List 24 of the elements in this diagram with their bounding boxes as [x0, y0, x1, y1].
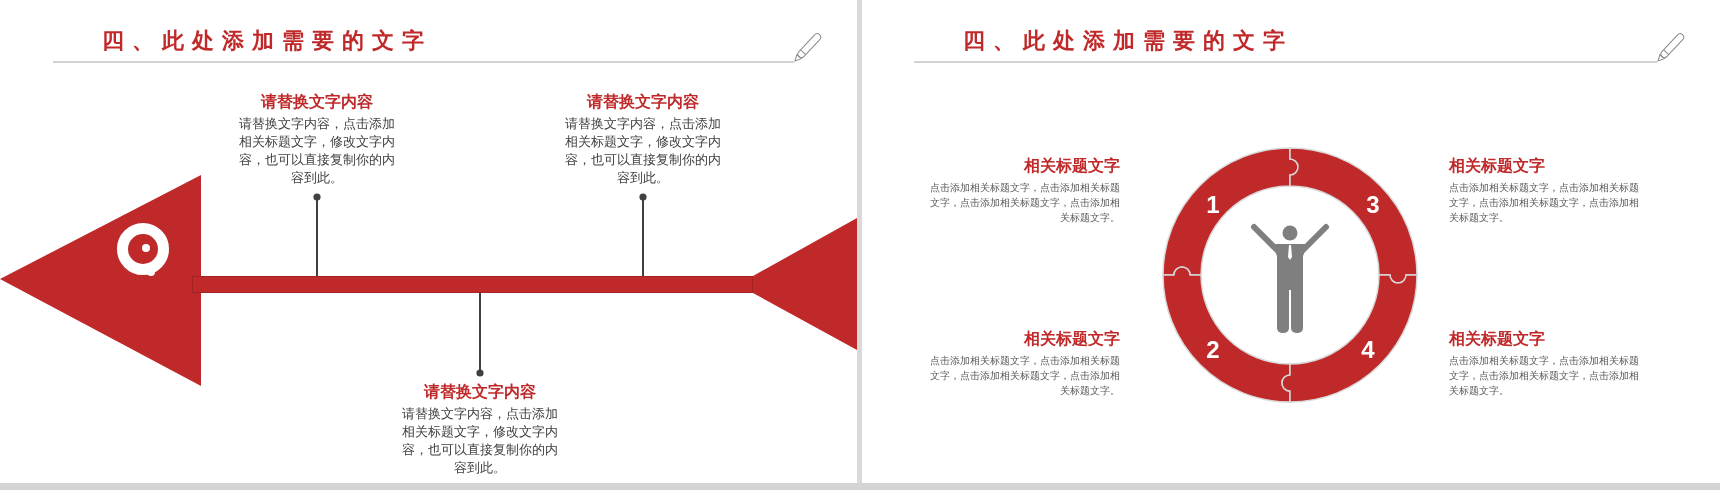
leader-line	[476, 292, 484, 377]
description-text: 点击添加相关标题文字，点击添加相关标题文字，点击添加相关标题文字，点击添加相关标题文字。	[1449, 354, 1640, 398]
slide-title: 四、此处添加需要的文字	[102, 27, 432, 55]
section-heading: 相关标题文字	[1024, 329, 1120, 349]
slide-title: 四、此处添加需要的文字	[963, 27, 1293, 55]
section-heading: 相关标题文字	[1024, 156, 1120, 176]
arrow-shaft	[192, 276, 753, 293]
callout-text: 请替换文字内容，点击添加相关标题文字，修改文字内容，也可以直接复制你的内容到此。	[238, 115, 396, 187]
section-heading: 相关标题文字	[1449, 156, 1545, 176]
step-number: 2	[1205, 336, 1221, 364]
callout-heading: 请替换文字内容	[585, 92, 700, 112]
leader-line	[639, 193, 647, 277]
callout-text: 请替换文字内容，点击添加相关标题文字，修改文字内容，也可以直接复制你的内容到此。	[401, 405, 559, 477]
leader-line	[313, 193, 321, 277]
step-number: 3	[1365, 191, 1381, 219]
step-number: 1	[1205, 191, 1221, 219]
description-text: 点击添加相关标题文字，点击添加相关标题文字，点击添加相关标题文字，点击添加相关标题文字。	[1449, 181, 1640, 225]
callout-heading: 请替换文字内容	[259, 92, 374, 112]
description-text: 点击添加相关标题文字，点击添加相关标题文字，点击添加相关标题文字，点击添加相关标题文字。	[929, 181, 1120, 225]
callout-text: 请替换文字内容，点击添加相关标题文字，修改文字内容，也可以直接复制你的内容到此。	[564, 115, 722, 187]
step-number: 4	[1360, 336, 1376, 364]
section-heading: 相关标题文字	[1449, 329, 1545, 349]
callout-heading: 请替换文字内容	[422, 382, 537, 402]
description-text: 点击添加相关标题文字，点击添加相关标题文字，点击添加相关标题文字，点击添加相关标题文字。	[929, 354, 1120, 398]
